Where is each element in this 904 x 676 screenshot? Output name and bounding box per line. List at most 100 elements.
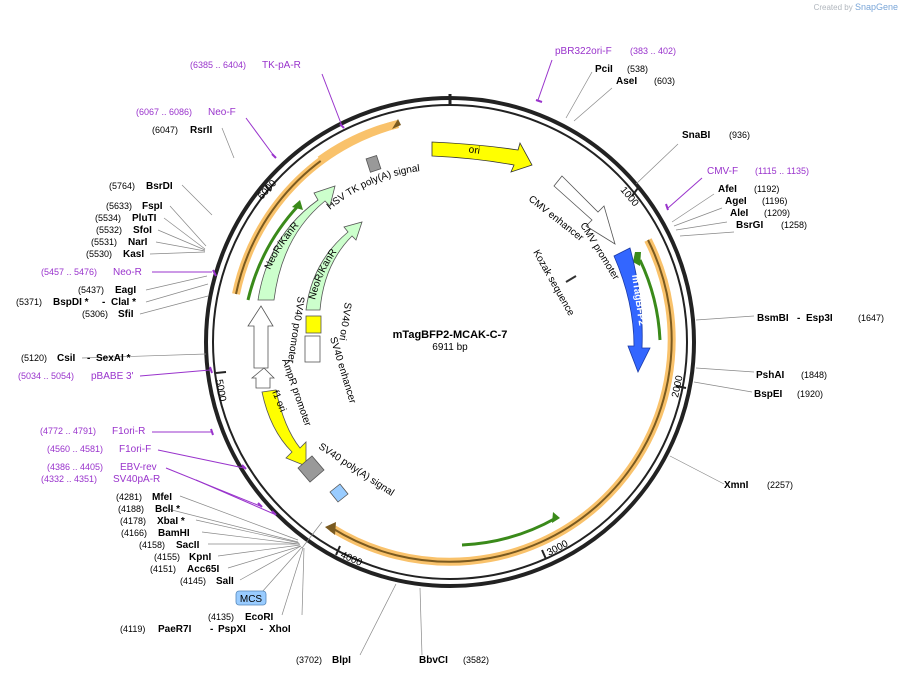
enzyme-name-2: ClaI * bbox=[111, 297, 136, 308]
plasmid-name: mTagBFP2-MCAK-C-7 bbox=[393, 329, 508, 341]
enzyme-name: NarI bbox=[128, 237, 148, 248]
tick-label-5000: 5000 bbox=[213, 379, 228, 403]
enzyme-name: BspEI bbox=[754, 389, 783, 400]
orf-arrowhead-bottom bbox=[325, 522, 336, 535]
orf-arrowhead-top bbox=[392, 119, 401, 129]
enzyme-pos: (2257) bbox=[767, 480, 793, 490]
enzyme-name-2: Esp3I bbox=[806, 313, 833, 324]
ori-feature bbox=[431, 141, 533, 173]
primer-name: Neo-F bbox=[208, 107, 236, 118]
sv40-polya-label: SV40 poly(A) signal bbox=[316, 441, 396, 498]
enzyme-name: RsrII bbox=[190, 125, 212, 136]
sv40-promoter-label: SV40 promoter bbox=[285, 296, 306, 365]
enzyme-pos: (5437) bbox=[78, 285, 104, 295]
enzyme-name: BsrDI bbox=[146, 181, 173, 192]
enzyme-pos: (4158) bbox=[139, 540, 165, 550]
sv40-enhancer-feature bbox=[304, 335, 321, 363]
ampr-promoter-feature bbox=[250, 367, 275, 389]
enzyme-name-3: XhoI bbox=[269, 624, 291, 635]
enzyme-pos: (4166) bbox=[121, 528, 147, 538]
enzyme-leaders bbox=[81, 71, 755, 656]
enzyme-pos: (3582) bbox=[463, 655, 489, 665]
enzyme-name: BspDI * bbox=[53, 297, 89, 308]
enzyme-sep: - bbox=[797, 313, 800, 324]
ampr-promoter-label: AmpR promoter bbox=[279, 357, 313, 428]
enzyme-pos: (5633) bbox=[106, 201, 132, 211]
primer-range: (383 .. 402) bbox=[630, 46, 676, 56]
mtagbfp2-feature bbox=[613, 247, 651, 373]
enzyme-pos: (1209) bbox=[764, 208, 790, 218]
green-arc-bottom bbox=[461, 516, 557, 547]
enzyme-pos: (1192) bbox=[754, 184, 779, 194]
enzyme-pos: (1258) bbox=[781, 220, 807, 230]
enzyme-sep: - bbox=[87, 353, 90, 364]
enzyme-name: KpnI bbox=[189, 552, 211, 563]
enzyme-pos: (5764) bbox=[109, 181, 135, 191]
hsv-tk-polya-feature bbox=[365, 154, 382, 173]
enzyme-name: AfeI bbox=[718, 184, 737, 195]
enzyme-name: BlpI bbox=[332, 655, 351, 666]
primer-name: pBABE 3' bbox=[91, 371, 134, 382]
mcs-badge bbox=[235, 590, 267, 606]
plasmid-length: 6911 bp bbox=[432, 342, 468, 353]
enzyme-name-2: PspXI bbox=[218, 624, 246, 635]
orf-arc-top bbox=[317, 120, 399, 164]
enzyme-sep: - bbox=[210, 624, 213, 635]
enzyme-pos: (5532) bbox=[96, 225, 122, 235]
orf-arc-left-core bbox=[235, 123, 399, 295]
enzyme-name: PshAI bbox=[756, 370, 785, 381]
enzyme-labels-left: RsrII (6047) BsrDI (5764) FspI (5633) Pl… bbox=[16, 125, 291, 635]
enzyme-name: BsmBI bbox=[757, 313, 789, 324]
green-arcs bbox=[246, 204, 662, 547]
primer-leaders bbox=[139, 59, 703, 515]
primer-range: (4772 .. 4791) bbox=[40, 426, 96, 436]
enzyme-name: AseI bbox=[616, 76, 637, 87]
enzyme-name: SacII bbox=[176, 540, 200, 551]
sv40-ori-label: SV40 ori bbox=[336, 302, 352, 342]
primer-name: F1ori-F bbox=[119, 444, 151, 455]
enzyme-name: PluTI bbox=[132, 213, 157, 224]
tick-marks bbox=[215, 183, 687, 560]
primer-name: Neo-R bbox=[113, 267, 142, 278]
orf-arc-main-core bbox=[331, 239, 673, 563]
primer-name: CMV-F bbox=[707, 166, 738, 177]
snapgene-logo: SnapGene bbox=[854, 2, 898, 12]
sv40-polya-feature bbox=[297, 455, 325, 483]
orf-arcs bbox=[232, 120, 676, 566]
sv40-polya-small-feature bbox=[329, 483, 349, 503]
enzyme-pos: (1848) bbox=[801, 370, 827, 380]
primer-name: SV40pA-R bbox=[113, 474, 160, 485]
mcs-label: MCS bbox=[240, 594, 263, 605]
primer-range: (6067 .. 6086) bbox=[136, 107, 192, 117]
enzyme-pos: (4155) bbox=[154, 552, 180, 562]
primer-range: (6385 .. 6404) bbox=[190, 60, 246, 70]
sv40-promoter-feature bbox=[247, 305, 274, 369]
primer-range: (5457 .. 5476) bbox=[41, 267, 97, 277]
enzyme-pos: (5530) bbox=[86, 249, 112, 259]
enzyme-pos: (4151) bbox=[150, 564, 176, 574]
enzyme-sep: - bbox=[260, 624, 263, 635]
cmv-enhancer-feature bbox=[553, 175, 616, 245]
enzyme-pos: (4188) bbox=[118, 504, 144, 514]
kozak-marker bbox=[565, 275, 577, 283]
green-arc-right bbox=[638, 259, 662, 341]
enzyme-name: BbvCI bbox=[419, 655, 448, 666]
enzyme-name: Acc65I bbox=[187, 564, 219, 575]
enzyme-pos: (936) bbox=[729, 130, 750, 140]
enzyme-sep: - bbox=[102, 297, 105, 308]
enzyme-pos: (1920) bbox=[797, 389, 823, 399]
primer-name: EBV-rev bbox=[120, 462, 157, 473]
kozak-label: Kozak sequence bbox=[530, 248, 576, 318]
enzyme-pos: (1647) bbox=[858, 313, 884, 323]
primer-name: TK-pA-R bbox=[262, 60, 301, 71]
enzyme-pos: (5306) bbox=[82, 309, 108, 319]
enzyme-name: FspI bbox=[142, 201, 163, 212]
enzyme-name: BamHI bbox=[158, 528, 190, 539]
enzyme-pos: (5371) bbox=[16, 297, 42, 307]
sv40-enhancer-label: SV40 enhancer bbox=[327, 336, 358, 406]
enzyme-name: SfiI bbox=[118, 309, 134, 320]
enzyme-pos: (5534) bbox=[95, 213, 121, 223]
enzyme-name: BclI * bbox=[155, 504, 180, 515]
sv40-ori-feature bbox=[305, 315, 322, 334]
enzyme-name: XmnI bbox=[724, 480, 749, 491]
